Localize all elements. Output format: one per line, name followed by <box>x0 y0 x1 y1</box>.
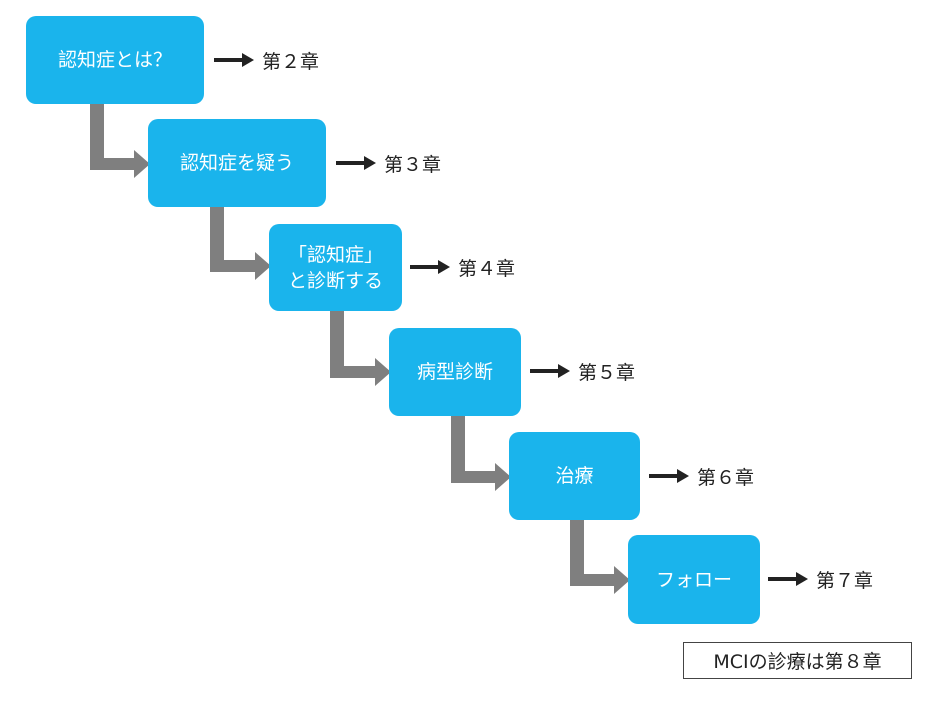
mci-note: MCIの診療は第８章 <box>683 642 912 679</box>
step-label-1: 認知症とは？ <box>57 49 172 71</box>
step-label-5: 治療 <box>555 465 594 487</box>
connector-arrow-4 <box>451 415 511 491</box>
arrow-right-icon-2 <box>336 156 376 170</box>
step-label-3: 「認知症」 と診断する <box>287 243 383 292</box>
chapter-label-2: 第３章 <box>384 154 442 176</box>
step-box-4: 病型診断 <box>389 328 521 416</box>
arrow-right-icon-1 <box>214 53 254 67</box>
chapter-label-4: 第５章 <box>578 362 636 384</box>
arrow-right-icon-4 <box>530 364 570 378</box>
chapter-label-1: 第２章 <box>262 51 320 73</box>
step-label-2: 認知症を疑う <box>179 152 294 174</box>
step-box-1: 認知症とは？ <box>26 16 204 104</box>
step-box-2: 認知症を疑う <box>148 119 326 207</box>
chapter-label-3: 第４章 <box>458 258 516 280</box>
chapter-label-5: 第６章 <box>697 467 755 489</box>
chapter-label-6: 第７章 <box>816 570 874 592</box>
step-label-4: 病型診断 <box>416 361 493 383</box>
connector-arrow-5 <box>570 520 630 594</box>
step-box-5: 治療 <box>509 432 640 520</box>
connector-arrow-1 <box>90 104 150 178</box>
step-label-6: フォロー <box>655 568 732 591</box>
arrow-right-icon-6 <box>768 572 808 586</box>
step-box-6: フォロー <box>628 535 760 624</box>
step-box-3: 「認知症」 と診断する <box>269 224 402 311</box>
connector-arrow-2 <box>210 207 271 280</box>
arrow-right-icon-5 <box>649 469 689 483</box>
connector-arrow-3 <box>330 311 391 386</box>
arrow-right-icon-3 <box>410 260 450 274</box>
